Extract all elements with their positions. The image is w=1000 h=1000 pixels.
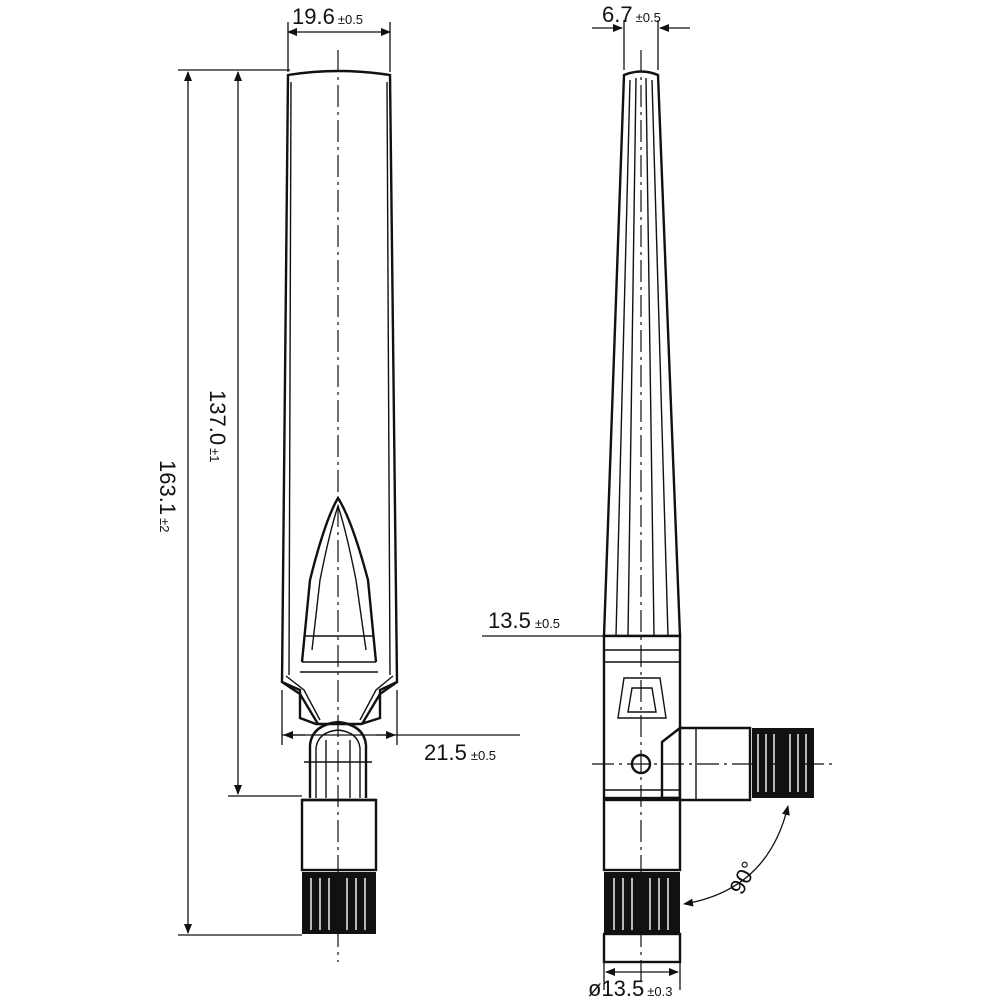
svg-text:137.0±1: 137.0 ±1 — [205, 390, 230, 462]
side-connector-body — [602, 798, 682, 872]
svg-text:ø13.5±0.3: ø13.5±0.3 — [588, 976, 672, 1000]
svg-text:19.6±0.5: 19.6±0.5 — [292, 4, 363, 29]
dim-connector-diameter: ø13.5±0.3 — [588, 962, 681, 1000]
svg-text:163.1±2: 163.1 ±2 — [155, 460, 180, 532]
front-connector-body — [300, 798, 378, 872]
front-view — [280, 50, 399, 962]
dim-body-height-tol: ±1 — [207, 448, 222, 462]
dim-side-width: 6.7±0.5 — [592, 2, 690, 70]
dim-swivel-angle-value: 90° — [724, 857, 762, 898]
front-thread — [302, 872, 376, 934]
dim-total-height: 163.1 ±2 — [155, 69, 302, 936]
dim-front-width-value: 19.6 — [292, 4, 335, 29]
dim-swivel-angle: 90° — [683, 805, 790, 907]
dim-side-width-tol: ±0.5 — [636, 10, 661, 25]
side-joint-block — [602, 634, 682, 800]
svg-text:6.7±0.5: 6.7±0.5 — [602, 2, 661, 27]
side-blade-outline — [602, 70, 682, 638]
dim-base-width: 21.5 ±0.5 — [281, 690, 520, 765]
svg-text:21.5±0.5: 21.5 ±0.5 — [424, 740, 496, 765]
front-skirt — [281, 681, 398, 725]
dim-body-height-value: 137.0 — [205, 390, 230, 445]
side-rotated-thread — [752, 728, 814, 798]
svg-text:13.5±0.5: 13.5 ±0.5 — [488, 608, 560, 633]
dim-total-height-tol: ±2 — [157, 518, 172, 532]
dim-front-width: 19.6±0.5 — [287, 4, 391, 72]
dim-joint-height-tol: ±0.5 — [535, 616, 560, 631]
dim-connector-diameter-value: ø13.5 — [588, 976, 644, 1000]
dim-joint-height-value: 13.5 — [488, 608, 531, 633]
front-body-outline — [280, 69, 399, 726]
dim-total-height-value: 163.1 — [155, 460, 180, 515]
dim-front-width-tol: ±0.5 — [338, 12, 363, 27]
dim-joint-height: 13.5 ±0.5 — [482, 608, 604, 637]
dim-connector-diameter-tol: ±0.3 — [647, 984, 672, 999]
side-view — [592, 50, 836, 990]
dim-side-width-value: 6.7 — [602, 2, 633, 27]
dim-body-height: 137.0 ±1 — [205, 71, 302, 797]
dim-base-width-tol: ±0.5 — [471, 748, 496, 763]
dim-base-width-value: 21.5 — [424, 740, 467, 765]
